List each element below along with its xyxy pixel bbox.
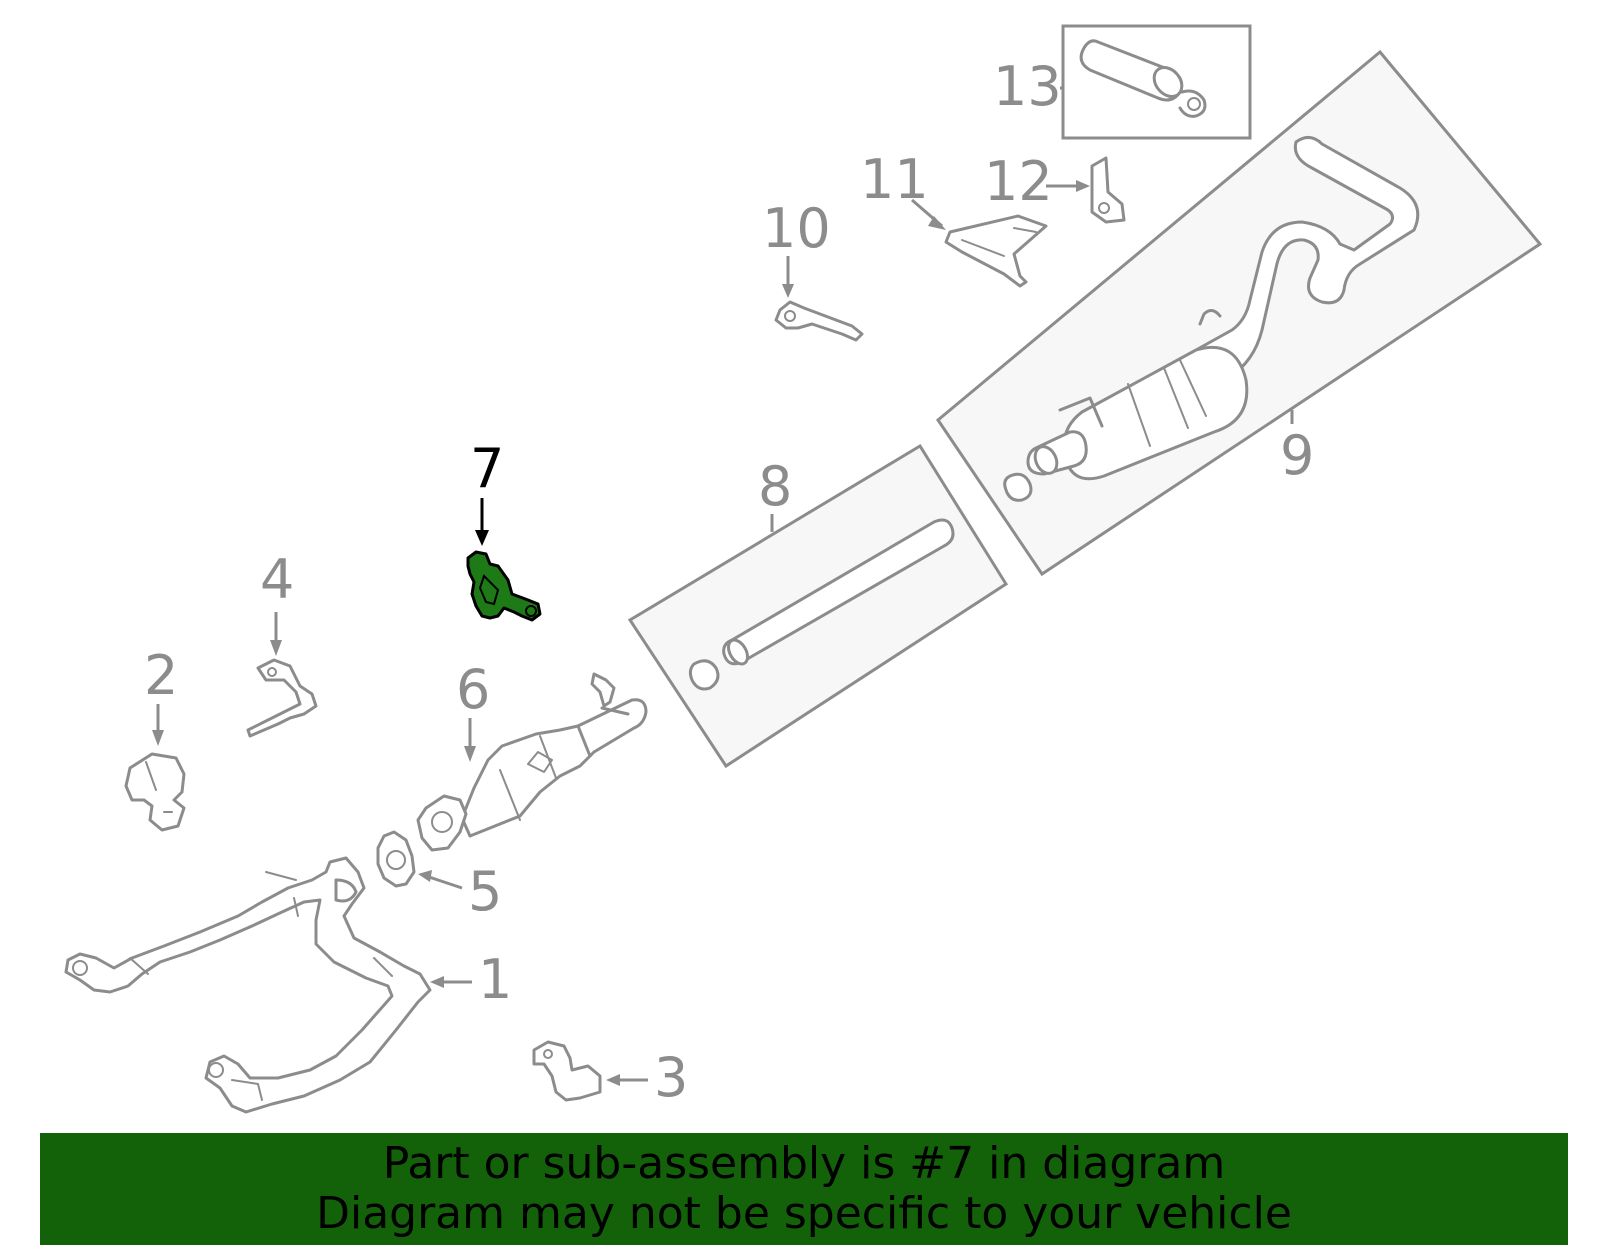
callout-11: 11	[860, 148, 929, 211]
part-4-bracket	[246, 658, 318, 738]
part-6-catalytic-converter	[416, 672, 648, 852]
part-5-gasket	[376, 830, 416, 888]
part-9-muffler-assembly	[1003, 136, 1420, 502]
banner-line-1: Part or sub-assembly is #7 in diagram	[382, 1138, 1226, 1189]
callout-5: 5	[468, 860, 502, 923]
part-10-hanger	[774, 300, 864, 342]
callout-2: 2	[144, 644, 178, 707]
callout-8: 8	[758, 455, 792, 518]
part-7-heat-shield-highlighted[interactable]	[466, 550, 542, 622]
callout-7: 7	[470, 437, 504, 500]
callout-9: 9	[1280, 424, 1314, 487]
callout-12: 12	[984, 150, 1053, 213]
callout-6: 6	[456, 658, 490, 721]
info-banner: Part or sub-assembly is #7 in diagram Di…	[40, 1133, 1568, 1245]
callout-13: 13	[993, 55, 1062, 118]
banner-line-2: Diagram may not be specific to your vehi…	[316, 1188, 1292, 1239]
part-2-isolator	[124, 752, 186, 832]
part-3-hanger	[532, 1040, 602, 1102]
callout-1: 1	[478, 948, 512, 1011]
part-12-bracket	[1090, 156, 1126, 224]
part-1-y-pipe	[64, 856, 432, 1114]
callout-10: 10	[762, 197, 831, 260]
part-8-intermediate-pipe	[688, 518, 955, 691]
part-11-hanger	[944, 214, 1048, 288]
part-13-tailpipe-tip	[1079, 39, 1207, 118]
callout-3: 3	[654, 1046, 688, 1109]
callout-4: 4	[260, 548, 294, 611]
